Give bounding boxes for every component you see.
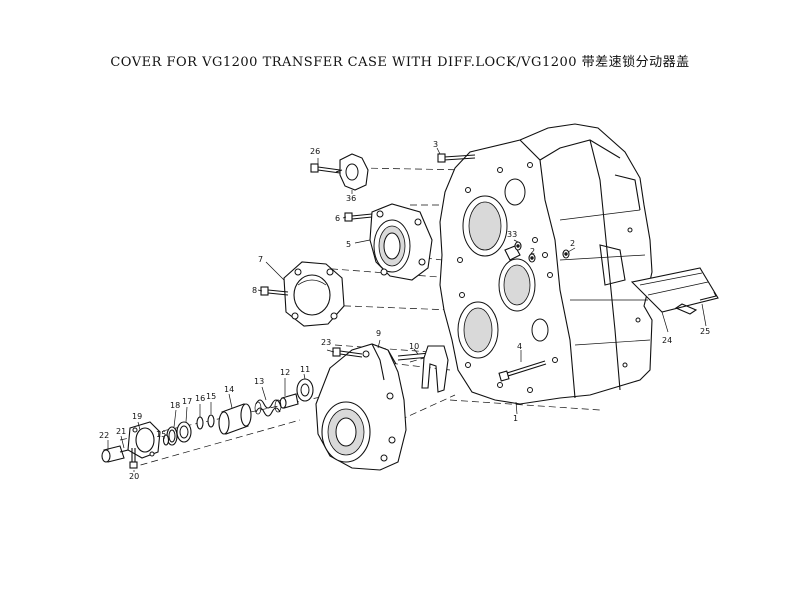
cover-7 (283, 261, 345, 327)
bolt-26 (310, 163, 341, 174)
ring-11 (296, 378, 314, 402)
callout-24: 24 (662, 336, 672, 345)
callout-15a: 15 (206, 392, 216, 401)
callout-2a: 2 (530, 247, 535, 256)
callout-33: 33 (507, 230, 517, 239)
callout-26: 26 (310, 147, 320, 156)
callout-11: 11 (300, 365, 310, 374)
callout-13: 13 (254, 377, 264, 386)
sleeve-14 (218, 403, 252, 435)
callout-8: 8 (252, 286, 257, 295)
callout-22: 22 (99, 431, 109, 440)
gasket-24 (630, 267, 719, 315)
shift-fork-10 (397, 345, 449, 393)
piston-12 (279, 393, 299, 409)
callout-3: 3 (433, 140, 438, 149)
callout-23: 23 (321, 338, 331, 347)
callout-19: 19 (132, 412, 142, 421)
bolt-6 (344, 212, 373, 222)
ring-17 (176, 421, 192, 443)
callout-15b: 15 (156, 430, 166, 439)
callout-14: 14 (224, 385, 234, 394)
callout-2b: 2 (570, 239, 575, 248)
bolt-4 (498, 360, 547, 382)
callout-18: 18 (170, 401, 180, 410)
callout-16: 16 (195, 394, 205, 403)
callout-36: 36 (346, 194, 356, 203)
fitting-21-22 (101, 445, 129, 463)
callout-10: 10 (409, 342, 419, 351)
callout-17: 17 (182, 397, 192, 406)
callout-7: 7 (258, 255, 263, 264)
callout-5: 5 (346, 240, 351, 249)
diff-lock-housing-9 (315, 343, 407, 471)
washer-15a (207, 414, 215, 428)
callout-12: 12 (280, 368, 290, 377)
cap-36 (335, 153, 369, 191)
bolt-8 (260, 286, 289, 296)
callout-4: 4 (517, 342, 522, 351)
spring-13 (254, 399, 282, 417)
diagram-title: COVER FOR VG1200 TRANSFER CASE WITH DIFF… (110, 55, 690, 70)
callout-1: 1 (513, 414, 518, 423)
washer-15b (162, 434, 170, 446)
bolt-20 (129, 448, 138, 469)
callout-21: 21 (116, 427, 126, 436)
transfer-case-housing (439, 123, 653, 405)
bearing-cover-5 (369, 203, 433, 281)
bolt-3 (437, 153, 476, 163)
leader-lines (107, 147, 707, 472)
callout-9: 9 (376, 329, 381, 338)
washer-16 (196, 416, 204, 430)
callout-6: 6 (335, 214, 340, 223)
callout-labels: 26 36 3 6 5 7 8 33 2 2 4 1 24 25 9 10 23… (99, 140, 710, 481)
callout-25: 25 (700, 327, 710, 336)
callout-20: 20 (129, 472, 139, 481)
end-cap-19 (127, 421, 161, 459)
ring-18 (166, 426, 178, 446)
